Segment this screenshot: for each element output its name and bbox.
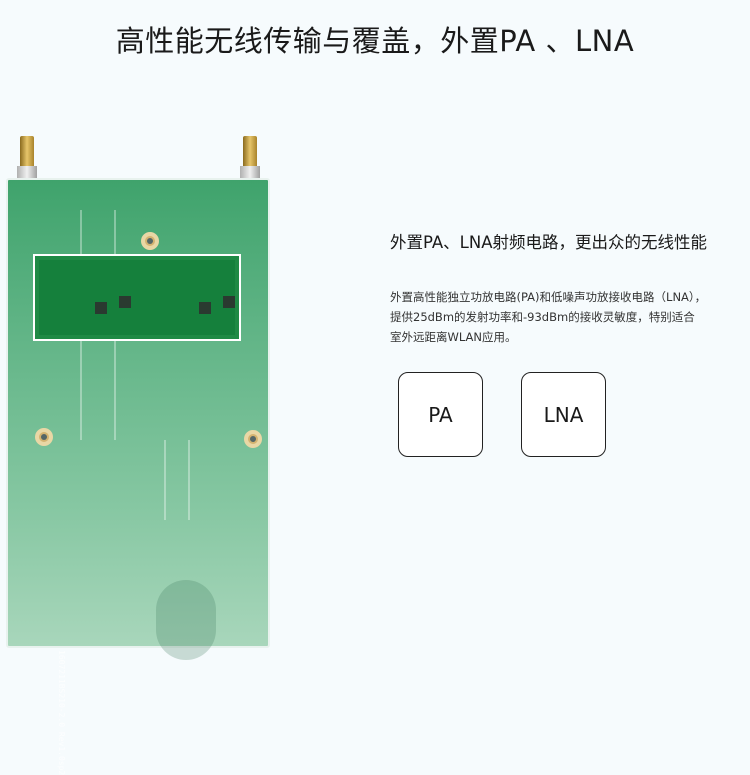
page-title: 高性能无线传输与覆盖，外置PA 、LNA [115, 24, 635, 58]
antenna-connector-left [17, 136, 37, 178]
pcb-board-image: 1607211BS210-2.0 Rev1.0sp2 [6, 178, 270, 775]
section-subtitle: 外置PA、LNA射频电路，更出众的无线性能 [390, 233, 708, 252]
rf-circuit-highlight [33, 254, 241, 341]
description-line: 室外远距离WLAN应用。 [390, 330, 517, 344]
board-label: 1607211BS210-2.0 Rev1.0sp2 [57, 650, 66, 775]
description-line: 提供25dBm的发射功率和-93dBm的接收灵敏度，特别适合 [390, 310, 695, 324]
feature-badge-pa: PA [398, 372, 483, 457]
description-line: 外置高性能独立功放电路(PA)和低噪声功放接收电路（LNA）， [390, 290, 707, 304]
feature-badge-lna: LNA [521, 372, 606, 457]
antenna-connector-right [240, 136, 260, 178]
section-description: 外置高性能独立功放电路(PA)和低噪声功放接收电路（LNA）， 提供25dBm的… [390, 287, 730, 347]
